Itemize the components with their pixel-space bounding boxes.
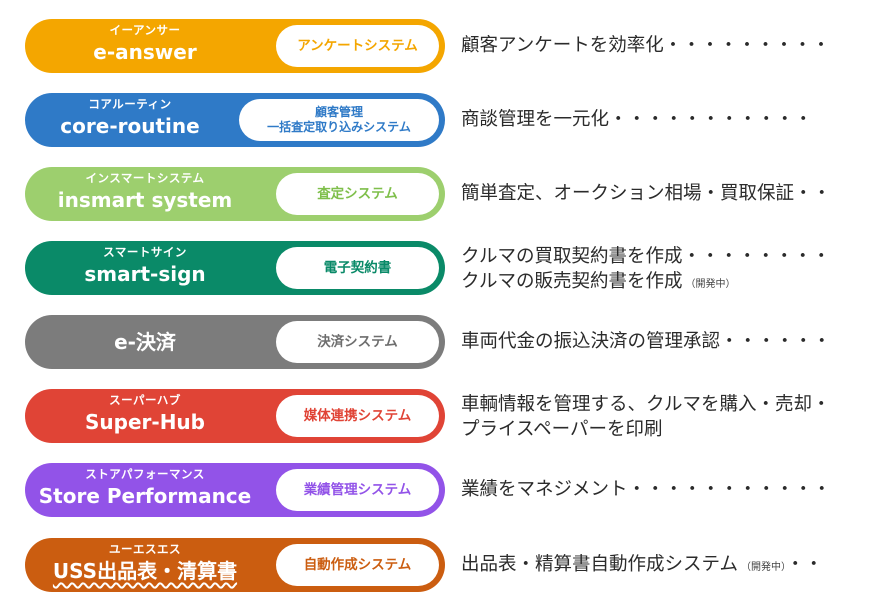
description-line: 顧客アンケートを効率化・・・・・・・・・ — [461, 35, 831, 56]
product-row-e-kessai: e-決済 決済システム 車両代金の振込決済の管理承認・・・・・・ — [0, 315, 887, 369]
product-description: 業績をマネジメント・・・・・・・・・・・ — [461, 477, 887, 531]
product-name: e-answer — [93, 40, 197, 64]
product-kana: スーパーハブ — [109, 393, 181, 407]
description-line: 簡単査定、オークション相場・買取保証・・ — [461, 183, 832, 204]
product-kana: イーアンサー — [109, 23, 181, 37]
product-description: 顧客アンケートを効率化・・・・・・・・・ — [461, 33, 887, 87]
description-line: 商談管理を一元化・・・・・・・・・・・ — [461, 109, 813, 130]
product-row-uss: ユーエスエス USS出品表・清算書 自動作成システム 出品表・精算書自動作成シス… — [0, 538, 887, 592]
product-kana: ユーエスエス — [109, 542, 181, 556]
product-name: Store Performance — [38, 484, 252, 508]
product-title-block: ストアパフォーマンス Store Performance — [25, 463, 265, 517]
product-name: Super-Hub — [85, 410, 205, 434]
product-name-text: USS出品表・清算書 — [52, 559, 238, 583]
product-pill[interactable]: コアルーティン core-routine 顧客管理 一括査定取り込みシステム — [25, 93, 445, 147]
description-line: 業績をマネジメント・・・・・・・・・・・ — [461, 479, 832, 500]
product-title-block: ユーエスエス USS出品表・清算書 — [25, 538, 265, 592]
product-description: 商談管理を一元化・・・・・・・・・・・ — [461, 107, 887, 161]
product-category-badge: 査定システム — [276, 173, 439, 215]
product-row-smart-sign: スマートサイン smart-sign 電子契約書 クルマの買取契約書を作成・・・… — [0, 241, 887, 295]
description-text: クルマの販売契約書を作成 — [461, 271, 683, 292]
product-category-badge: 自動作成システム — [276, 544, 439, 586]
product-pill[interactable]: スーパーハブ Super-Hub 媒体連携システム — [25, 389, 445, 443]
product-description: クルマの買取契約書を作成・・・・・・・・ クルマの販売契約書を作成（開発中） — [461, 244, 887, 298]
description-tail: ・・ — [785, 554, 823, 575]
product-name: e-決済 — [114, 330, 176, 354]
product-name: core-routine — [60, 114, 200, 138]
product-category-badge: 電子契約書 — [276, 247, 439, 289]
description-line: クルマの販売契約書を作成（開発中） — [461, 269, 887, 297]
product-name: insmart system — [57, 188, 233, 212]
product-row-core-routine: コアルーティン core-routine 顧客管理 一括査定取り込みシステム 商… — [0, 93, 887, 147]
product-kana: スマートサイン — [103, 245, 187, 259]
product-name: USS出品表・清算書 — [25, 557, 265, 585]
product-row-super-hub: スーパーハブ Super-Hub 媒体連携システム 車輌情報を管理する、クルマを… — [0, 389, 887, 443]
product-category-badge: アンケートシステム — [276, 25, 439, 67]
product-category-badge: 決済システム — [276, 321, 439, 363]
description-text: 出品表・精算書自動作成システム — [461, 554, 738, 575]
product-pill[interactable]: スマートサイン smart-sign 電子契約書 — [25, 241, 445, 295]
product-kana: ストアパフォーマンス — [85, 467, 205, 481]
badge-line: 一括査定取り込みシステム — [267, 120, 411, 134]
product-description: 簡単査定、オークション相場・買取保証・・ — [461, 181, 887, 235]
product-kana: コアルーティン — [88, 97, 172, 111]
product-pill[interactable]: e-決済 決済システム — [25, 315, 445, 369]
product-name: smart-sign — [84, 262, 206, 286]
product-row-insmart-system: インスマートシステム insmart system 査定システム 簡単査定、オー… — [0, 167, 887, 221]
description-line: プライスペーパーを印刷 — [461, 419, 663, 440]
product-pill[interactable]: インスマートシステム insmart system 査定システム — [25, 167, 445, 221]
product-row-store-performance: ストアパフォーマンス Store Performance 業績管理システム 業績… — [0, 463, 887, 517]
badge-line: 顧客管理 — [314, 105, 363, 119]
product-category-badge: 顧客管理 一括査定取り込みシステム — [239, 99, 439, 141]
product-title-block: スーパーハブ Super-Hub — [25, 389, 265, 443]
product-title-block: インスマートシステム insmart system — [25, 167, 265, 221]
product-title-block: スマートサイン smart-sign — [25, 241, 265, 295]
product-pill[interactable]: ストアパフォーマンス Store Performance 業績管理システム — [25, 463, 445, 517]
description-line: 出品表・精算書自動作成システム（開発中）・・ — [461, 552, 887, 580]
product-category-badge: 媒体連携システム — [276, 395, 439, 437]
description-line: クルマの買取契約書を作成・・・・・・・・ — [461, 246, 831, 267]
in-development-note: （開発中） — [685, 279, 736, 290]
product-description: 車輌情報を管理する、クルマを購入・売却・ プライスペーパーを印刷 — [461, 392, 887, 446]
product-description: 出品表・精算書自動作成システム（開発中）・・ — [461, 552, 887, 606]
description-line: 車両代金の振込決済の管理承認・・・・・・ — [461, 331, 832, 352]
product-description: 車両代金の振込決済の管理承認・・・・・・ — [461, 329, 887, 383]
product-title-block: e-決済 — [25, 315, 265, 369]
product-row-e-answer: イーアンサー e-answer アンケートシステム 顧客アンケートを効率化・・・… — [0, 19, 887, 73]
in-development-note: （開発中） — [740, 562, 786, 573]
product-kana: インスマートシステム — [85, 171, 205, 185]
product-pill[interactable]: ユーエスエス USS出品表・清算書 自動作成システム — [25, 538, 445, 592]
product-category-badge: 業績管理システム — [276, 469, 439, 511]
description-line: 車輌情報を管理する、クルマを購入・売却・ — [461, 394, 831, 415]
product-title-block: コアルーティン core-routine — [25, 93, 235, 147]
product-pill[interactable]: イーアンサー e-answer アンケートシステム — [25, 19, 445, 73]
product-title-block: イーアンサー e-answer — [25, 19, 265, 73]
